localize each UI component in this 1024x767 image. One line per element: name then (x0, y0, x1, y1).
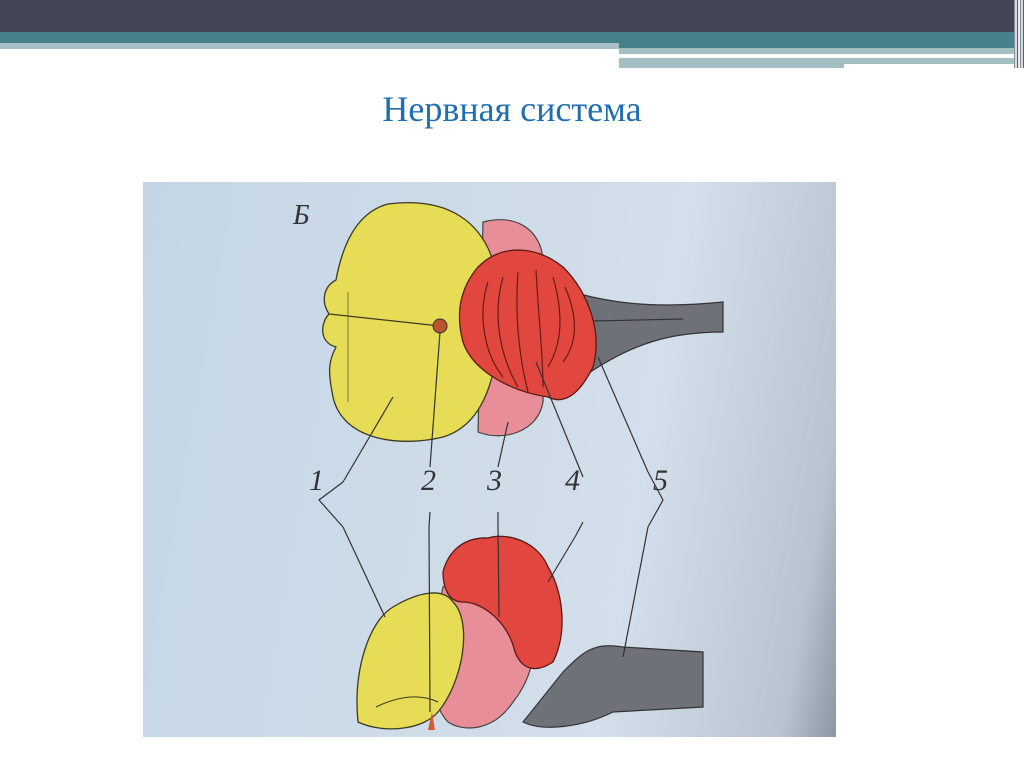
part5-top (572, 291, 724, 379)
part5-side (522, 645, 704, 728)
part-label-3: 3 (487, 464, 502, 497)
panel-label: Б (293, 200, 310, 231)
slide-title: Нервная система (382, 89, 642, 129)
header-decorative-lines (1014, 0, 1024, 68)
part2-top (432, 318, 448, 334)
brain-diagram (318, 202, 724, 730)
part-label-2: 2 (421, 464, 436, 497)
part1-side (356, 592, 465, 730)
part-label-5: 5 (653, 464, 668, 497)
header-right-strip-lower (619, 58, 1024, 68)
header-right-strip (619, 48, 1024, 54)
part-label-4: 4 (565, 464, 580, 497)
header-dark-bar (0, 0, 1024, 32)
part-label-1: 1 (309, 464, 324, 497)
brain-diagram-photo: Б 1 2 3 4 5 (143, 182, 836, 737)
header-white-gap (844, 64, 1024, 70)
part4-side (442, 535, 563, 670)
header-white-line (619, 54, 969, 58)
header-light-strip (0, 43, 619, 49)
part2-side (428, 712, 435, 730)
